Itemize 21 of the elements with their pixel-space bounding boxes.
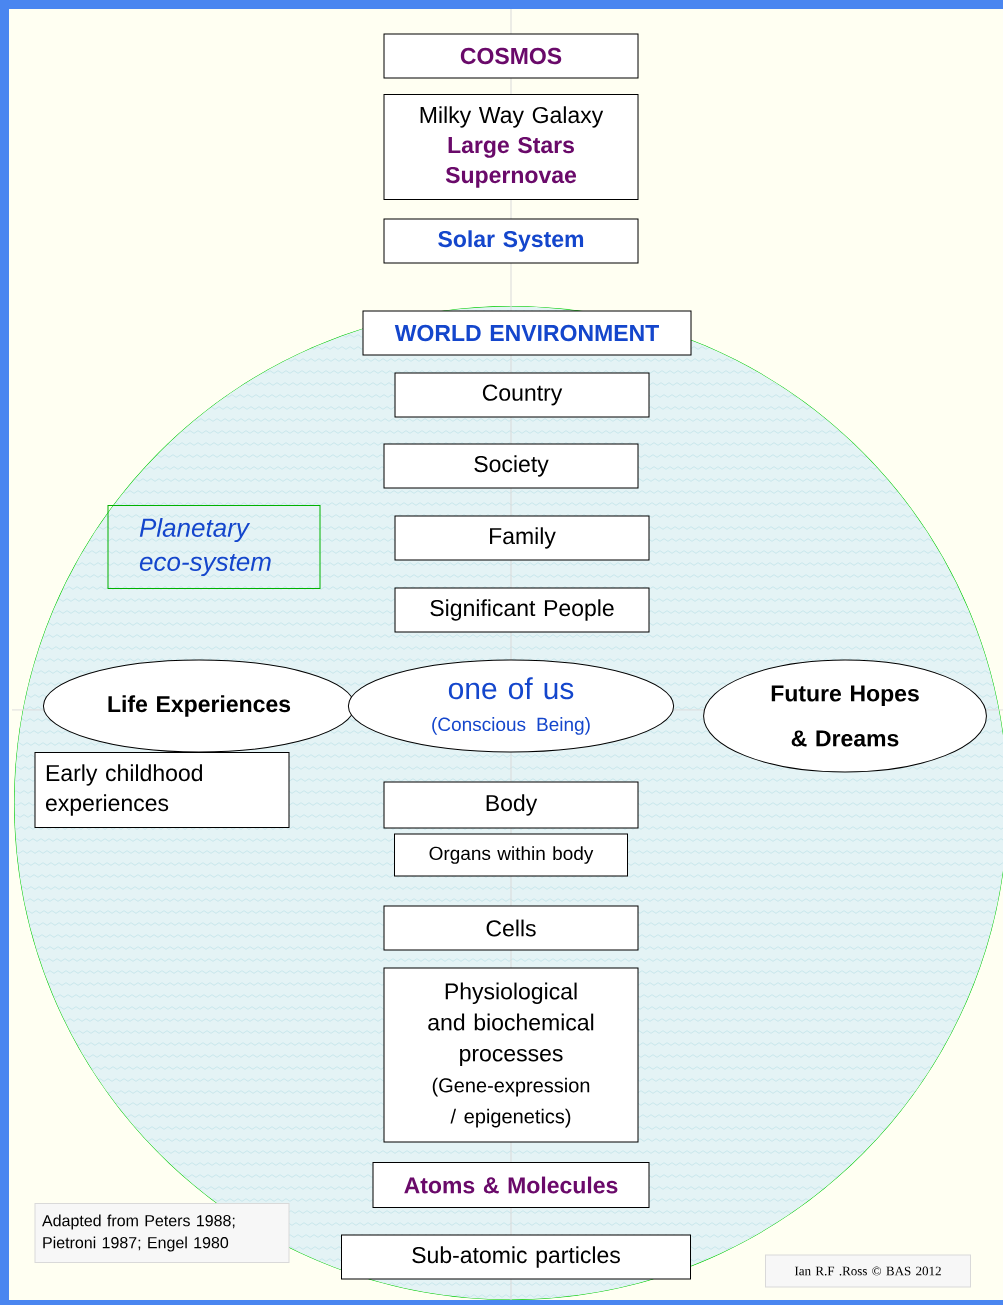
ellipse-node: one of us (Conscious Being) — [347, 659, 675, 753]
title-box: COSMOS — [383, 33, 639, 79]
level-box: Body — [383, 781, 639, 829]
level-box: Sub-atomic particles — [341, 1234, 691, 1280]
level-box: Physiological and biochemical processes (Gene-expression / epigenetics) — [383, 967, 639, 1143]
level-box: Atoms & Molecules — [372, 1162, 650, 1208]
level-box: Family — [394, 515, 650, 561]
level-box: Society — [383, 443, 639, 489]
level-box: Solar System — [383, 218, 639, 264]
level-box: Country — [394, 372, 650, 418]
source-note: Adapted from Peters 1988; Pietroni 1987; Engel 1980 — [34, 1203, 290, 1263]
ellipse-node: Future Hopes & Dreams — [703, 659, 987, 773]
level-box: Cells — [383, 905, 639, 951]
level-box: Significant People — [394, 587, 650, 633]
ecosystem-label-box: Planetary eco-system — [107, 505, 321, 589]
level-box: Milky Way Galaxy Large Stars Supernovae — [383, 94, 639, 200]
level-box: Early childhood experiences — [34, 752, 290, 828]
level-box: WORLD ENVIRONMENT — [362, 310, 692, 356]
level-box: Organs within body — [394, 833, 628, 877]
copyright-note: Ian R.F .Ross © BAS 2012 — [765, 1254, 971, 1288]
ellipse-node: Life Experiences — [42, 659, 356, 753]
